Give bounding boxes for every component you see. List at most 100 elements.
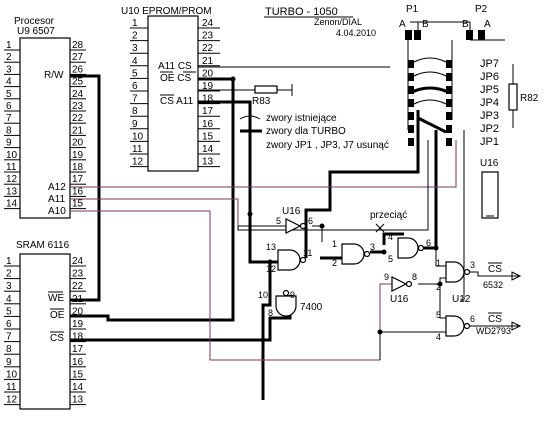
sram-left-pin-number: 7 [6,332,12,343]
pin-g3-in2: 5 [388,254,393,264]
eprom-right-pin-number: 24 [202,18,214,29]
output-6532-arrow-icon [511,271,522,281]
cpu-right-pin-number: 23 [72,101,84,112]
cpu-right-pin-number: 28 [72,40,84,51]
eprom-right-pin-number: 20 [202,68,214,79]
nand-gate-3-bubble [417,244,425,252]
chip-u12-label: U12 [452,294,471,305]
sram-left-pin-number: 10 [6,369,18,380]
jumper-loop-jp4 [413,99,447,105]
chip-u16-body [481,171,499,219]
cpu-left-pin-number: 11 [6,162,17,173]
nand-gate-1-bubble [299,256,307,264]
eprom-left-pin-number: 7 [132,94,138,105]
sram-left-pin-number: 9 [6,357,12,368]
sram-left-pin-number: 6 [6,319,12,330]
sram-right-pin-number: 20 [72,306,84,317]
pin-g2-in2: 2 [332,258,337,268]
cpu-left-pin-number: 8 [6,125,12,136]
pin-g4-in2: 8 [268,308,273,318]
junction-dot [247,211,253,217]
sram-left-pin-number: 5 [6,306,12,317]
jumper-pad-right [446,60,452,68]
jumper-loop-jp6 [413,71,447,77]
eprom-right-pin-number: 17 [202,106,214,117]
eprom-left-pin-number: 10 [132,131,144,142]
nand-gate-2-bubble [363,250,371,258]
jumper-p2-b-pad [466,30,473,40]
inv-top-chip-label: U16 [282,206,301,217]
eprom-right-pin-number: 23 [202,31,214,42]
pin-g3-in1: 4 [388,232,393,242]
cut-cross-icon [375,223,385,233]
eprom-left-pin-number: 4 [132,56,138,67]
eprom-right-pin-number: 14 [202,144,214,155]
sram-left-pin-number: 2 [6,269,12,280]
eprom-right-pin-number: 22 [202,43,214,54]
wire-a11 [70,198,239,226]
jumper-p1-b-pad [414,30,421,40]
eprom-right-pin-number: 19 [202,81,214,92]
nand-gate-3-icon [397,237,419,259]
legend-existing-symbol [239,115,261,120]
chip-7400-label: 7400 [300,302,323,313]
jumper-p1-b: B [422,19,429,30]
u12-gate-b-bubble [463,322,471,330]
pin-inv-top-out: 6 [308,216,313,226]
pin-inv-mid-out: 8 [412,272,417,282]
cpu-right-pin-number: 24 [72,89,84,100]
pin-inv-mid-in: 9 [384,272,389,282]
cpu-signal-a11: A11 [48,194,65,205]
jumper-p2-a: A [484,19,491,30]
resistor-r83-label: R83 [252,96,271,107]
wire-to-jumper-jp3 [304,110,420,258]
jumper-pad-left [408,138,414,146]
sram-left-pin-number: 3 [6,281,12,292]
cpu-left-pin-number: 6 [6,101,12,112]
cut-label: przeciąć [370,210,407,221]
u12-gate-a-icon [445,261,465,283]
pin-g6-out: 6 [470,314,475,324]
cpu-signal-a12: A12 [48,182,66,193]
jumper-label: JP6 [480,71,499,83]
jumper-p2-b: B [462,19,469,30]
eprom-right-pin-number: 18 [202,94,214,105]
cpu-name: Procesor [14,16,55,27]
author: Zenon/DIAL [314,17,362,27]
eprom-label-cs-a11: CS A11 [160,96,194,107]
junction-dot [377,329,383,335]
pin-g1-out: 11 [303,248,312,258]
jumper-loop-jp7 [413,57,447,63]
pin-g1-in2: 12 [266,264,276,274]
sram-signal-oe: OE [50,310,65,321]
inverter-top-bubble [299,222,307,230]
inverter-mid-icon [391,276,408,292]
jumper-turbo-jp5 [411,86,449,94]
inv-mid-chip-label: U16 [390,294,409,305]
eprom-name: U10 EPROM/PROM [121,6,212,17]
sram-right-pin-number: 17 [72,344,84,355]
sram-left-pin-number: 11 [6,382,17,393]
pin-g5-in1: 1 [436,258,441,268]
jumper-p1-a: A [399,19,406,30]
resistor-r82-label: R82 [520,93,539,104]
junction-dot [319,223,325,229]
cpu-right-pin-number: 18 [72,162,84,173]
jumper-pad-right [446,112,452,120]
eprom-left-pin-number: 3 [132,43,138,54]
eprom-left-pin-number: 6 [132,81,138,92]
jumper-pads [408,60,452,146]
junction-dot [381,249,387,255]
wire-eprom-cs-down [198,100,252,214]
wire-to-u12b [439,284,446,319]
jumper-pad-right [446,86,452,94]
eprom-label-a11-cs: A11 CS [158,61,192,72]
sram-right-pin-number: 14 [72,382,84,393]
junction-dot [437,281,443,287]
jumper-pad-left [408,86,414,94]
